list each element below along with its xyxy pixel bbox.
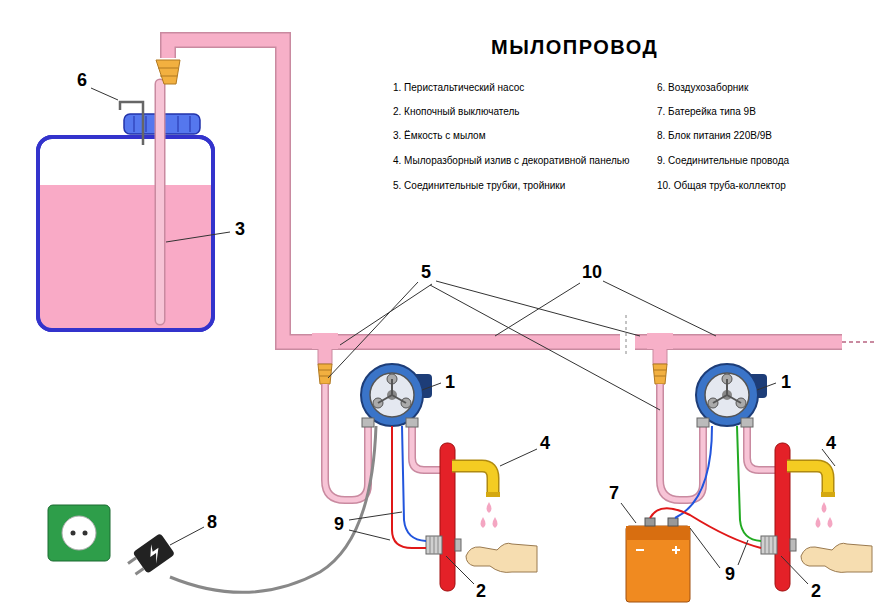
key-entry: 5. Соединительные трубки, тройники <box>393 180 565 191</box>
callout-number: 9 <box>725 564 735 585</box>
callout-number: 1 <box>781 372 791 393</box>
callout-number: 8 <box>207 512 217 533</box>
callout-number: 2 <box>811 581 821 602</box>
callout-number: 5 <box>421 262 431 283</box>
callout-number: 6 <box>77 70 87 91</box>
key-entry: 6. Воздухозаборник <box>657 82 748 93</box>
callout-number: 7 <box>609 483 619 504</box>
callout-number: 10 <box>582 262 602 283</box>
diagram-title: МЫЛОПРОВОД <box>491 36 658 59</box>
key-entry: 1. Перистальтический насос <box>393 82 524 93</box>
callout-number: 1 <box>445 372 455 393</box>
key-entry: 9. Соединительные провода <box>657 155 789 166</box>
key-entry: 8. Блок питания 220В/9В <box>657 130 772 141</box>
key-entry: 2. Кнопочный выключатель <box>393 106 519 117</box>
key-entry: 7. Батерейка типа 9В <box>657 106 756 117</box>
callout-number: 2 <box>476 581 486 602</box>
key-entry: 10. Общая труба-коллектор <box>657 180 786 191</box>
callout-number: 3 <box>235 219 245 240</box>
callout-number: 9 <box>334 514 344 535</box>
callout-number: 4 <box>826 433 836 454</box>
key-entry: 4. Мылоразборный излив с декоративной па… <box>393 155 629 166</box>
key-entry: 3. Ёмкость с мылом <box>393 130 486 141</box>
callout-number: 4 <box>540 433 550 454</box>
